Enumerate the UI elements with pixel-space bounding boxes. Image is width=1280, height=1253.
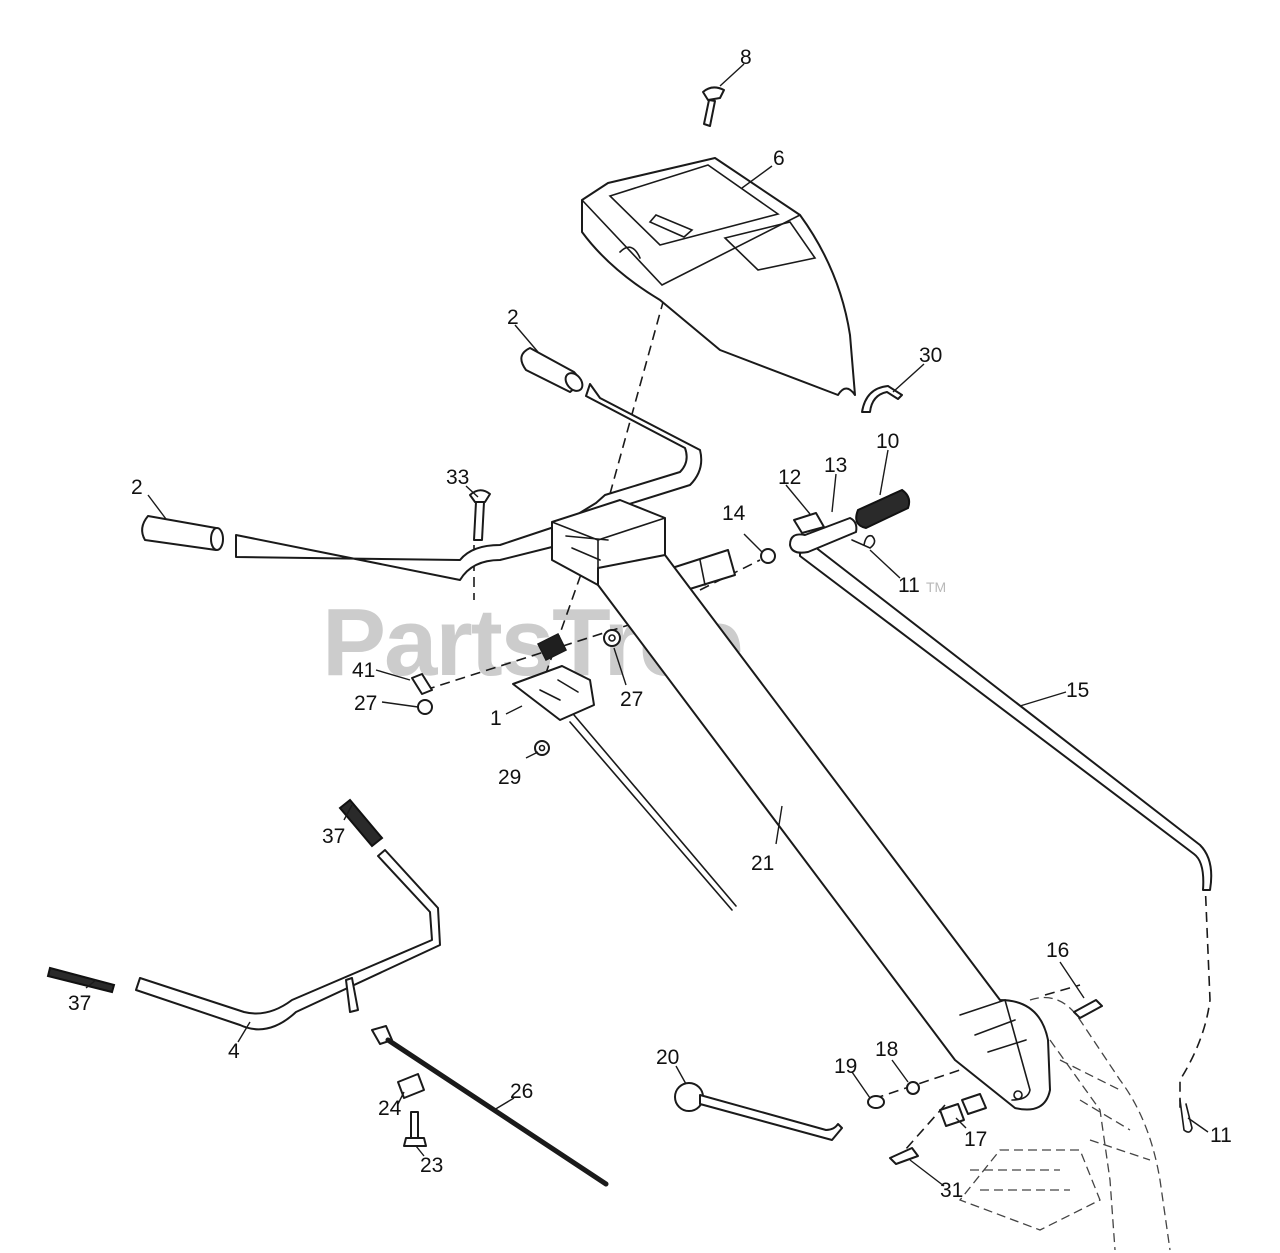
callout-4: 4 bbox=[228, 1040, 240, 1063]
callout-19: 19 bbox=[834, 1055, 857, 1078]
callout-26: 26 bbox=[510, 1080, 533, 1103]
hardware-small bbox=[411, 629, 621, 756]
callout-15: 15 bbox=[1066, 679, 1089, 702]
tine-lever bbox=[135, 849, 441, 1031]
handle-grip-upper bbox=[520, 347, 584, 393]
clip-30 bbox=[861, 385, 903, 413]
callout-27-right: 27 bbox=[620, 688, 643, 711]
callout-14: 14 bbox=[722, 502, 746, 525]
callout-12: 12 bbox=[778, 466, 801, 489]
callout-33: 33 bbox=[446, 466, 469, 489]
hairpin-11-upper bbox=[851, 534, 876, 549]
handle-grip-left bbox=[141, 515, 224, 551]
shift-lever bbox=[674, 1082, 843, 1141]
callout-37-top: 37 bbox=[322, 825, 345, 848]
callout-11-lower: 11 bbox=[1210, 1124, 1232, 1147]
callout-2-left: 2 bbox=[131, 476, 143, 499]
bolt-33 bbox=[469, 489, 491, 541]
callout-30: 30 bbox=[919, 344, 942, 367]
callout-27-left: 27 bbox=[354, 692, 377, 715]
callouts: 8 6 2 30 2 33 12 13 10 14 11 41 27 1 27 … bbox=[68, 46, 1232, 1202]
callout-18: 18 bbox=[875, 1038, 898, 1061]
callout-16: 16 bbox=[1046, 939, 1069, 962]
handle-shaft bbox=[597, 554, 1051, 1111]
callout-2-upper: 2 bbox=[507, 306, 519, 329]
bolt-8 bbox=[702, 86, 725, 127]
callout-20: 20 bbox=[656, 1046, 679, 1069]
lever-grip-top bbox=[338, 798, 384, 848]
control-cable bbox=[371, 1025, 609, 1187]
callout-41: 41 bbox=[352, 659, 375, 682]
leader-lines bbox=[85, 63, 1209, 1187]
console-cover bbox=[581, 157, 856, 396]
callout-10: 10 bbox=[876, 430, 899, 453]
hairpin-11-lower bbox=[1179, 1099, 1193, 1133]
callout-37-left: 37 bbox=[68, 992, 91, 1015]
callout-13: 13 bbox=[824, 454, 847, 477]
tiller-frame-outline bbox=[958, 996, 1171, 1251]
callout-1: 1 bbox=[490, 707, 502, 730]
watermark-trademark: TM bbox=[926, 579, 946, 595]
callout-24: 24 bbox=[378, 1097, 402, 1120]
throttle-grip bbox=[855, 488, 911, 530]
control-rod bbox=[799, 539, 1213, 891]
callout-6: 6 bbox=[773, 147, 785, 170]
callout-29: 29 bbox=[498, 766, 521, 789]
cable-clamp-bolt bbox=[397, 1073, 427, 1147]
callout-11-upper: 11 bbox=[898, 574, 920, 597]
assembly-lines bbox=[424, 283, 1211, 1151]
callout-8: 8 bbox=[740, 46, 752, 69]
callout-17: 17 bbox=[964, 1128, 987, 1151]
callout-21: 21 bbox=[751, 852, 774, 875]
lever-bracket bbox=[512, 632, 737, 911]
callout-23: 23 bbox=[420, 1154, 443, 1177]
callout-31: 31 bbox=[940, 1179, 963, 1202]
lever-grip-left bbox=[46, 966, 116, 994]
pivot-assembly bbox=[760, 512, 858, 564]
